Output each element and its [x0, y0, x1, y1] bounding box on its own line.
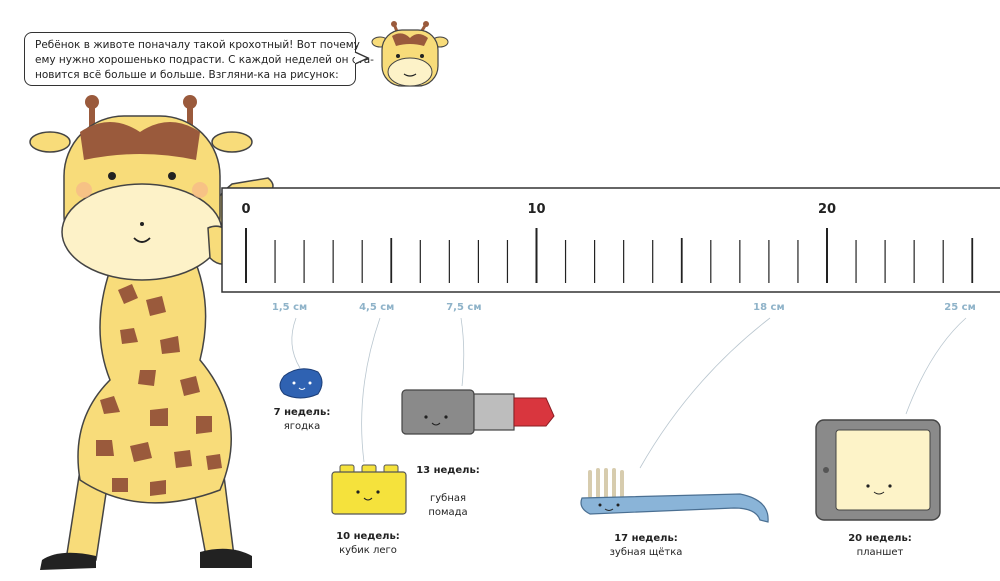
speech-bubble: Ребёнок в животе поначалу такой крохотны… — [24, 32, 374, 86]
caption-lipstick-name: губная помада — [428, 493, 468, 518]
caption-toothbrush: 17 недель: зубная щётка — [610, 532, 683, 560]
marker-label-4: 18 см — [753, 302, 785, 313]
ruler-label-10: 10 — [527, 202, 546, 217]
ruler-ticks — [245, 228, 974, 283]
caption-tablet-weeks: 20 недель: — [848, 533, 912, 544]
ruler-label-0: 0 — [241, 202, 251, 217]
caption-tablet: 20 недель: планшет — [848, 532, 912, 560]
ruler — [221, 187, 1000, 293]
lego-brick-item — [331, 464, 407, 515]
caption-tablet-name: планшет — [856, 547, 904, 558]
ruler-label-20: 20 — [817, 202, 837, 217]
marker-label-2: 4,5 см — [359, 302, 395, 313]
marker-label-3: 7,5 см — [446, 302, 482, 313]
berry-item — [279, 368, 323, 399]
caption-lego-weeks: 10 недель: — [336, 531, 400, 542]
toothbrush-item — [580, 468, 769, 523]
speech-line-2: ему нужно хорошенько подрасти. С каждой … — [35, 54, 374, 66]
caption-berry-name: ягодка — [283, 421, 321, 432]
tablet-item — [815, 419, 941, 521]
speech-bubble-tail — [354, 51, 370, 65]
caption-lipstick-weeks: 13 недель: — [416, 465, 480, 476]
caption-lego: 10 недель: кубик лего — [336, 530, 400, 558]
caption-toothbrush-name: зубная щётка — [609, 547, 683, 558]
marker-label-1: 1,5 см — [271, 302, 308, 313]
giraffe-character — [29, 95, 274, 570]
caption-berry-weeks: 7 недель: — [273, 407, 331, 418]
caption-toothbrush-weeks: 17 недель: — [614, 533, 678, 544]
speech-line-1: Ребёнок в животе поначалу такой крохотны… — [35, 39, 360, 51]
marker-label-5: 25 см — [944, 302, 976, 313]
marker-leader-lines — [291, 317, 967, 469]
caption-lego-name: кубик лего — [339, 545, 397, 556]
caption-berry: 7 недель: ягодка — [274, 406, 331, 434]
lipstick-item — [401, 389, 555, 435]
speech-line-3: новится всё больше и больше. Взгляни-ка … — [35, 69, 339, 81]
caption-lipstick: 13 недель: губная помада — [416, 450, 480, 520]
small-giraffe-icon — [371, 21, 449, 87]
